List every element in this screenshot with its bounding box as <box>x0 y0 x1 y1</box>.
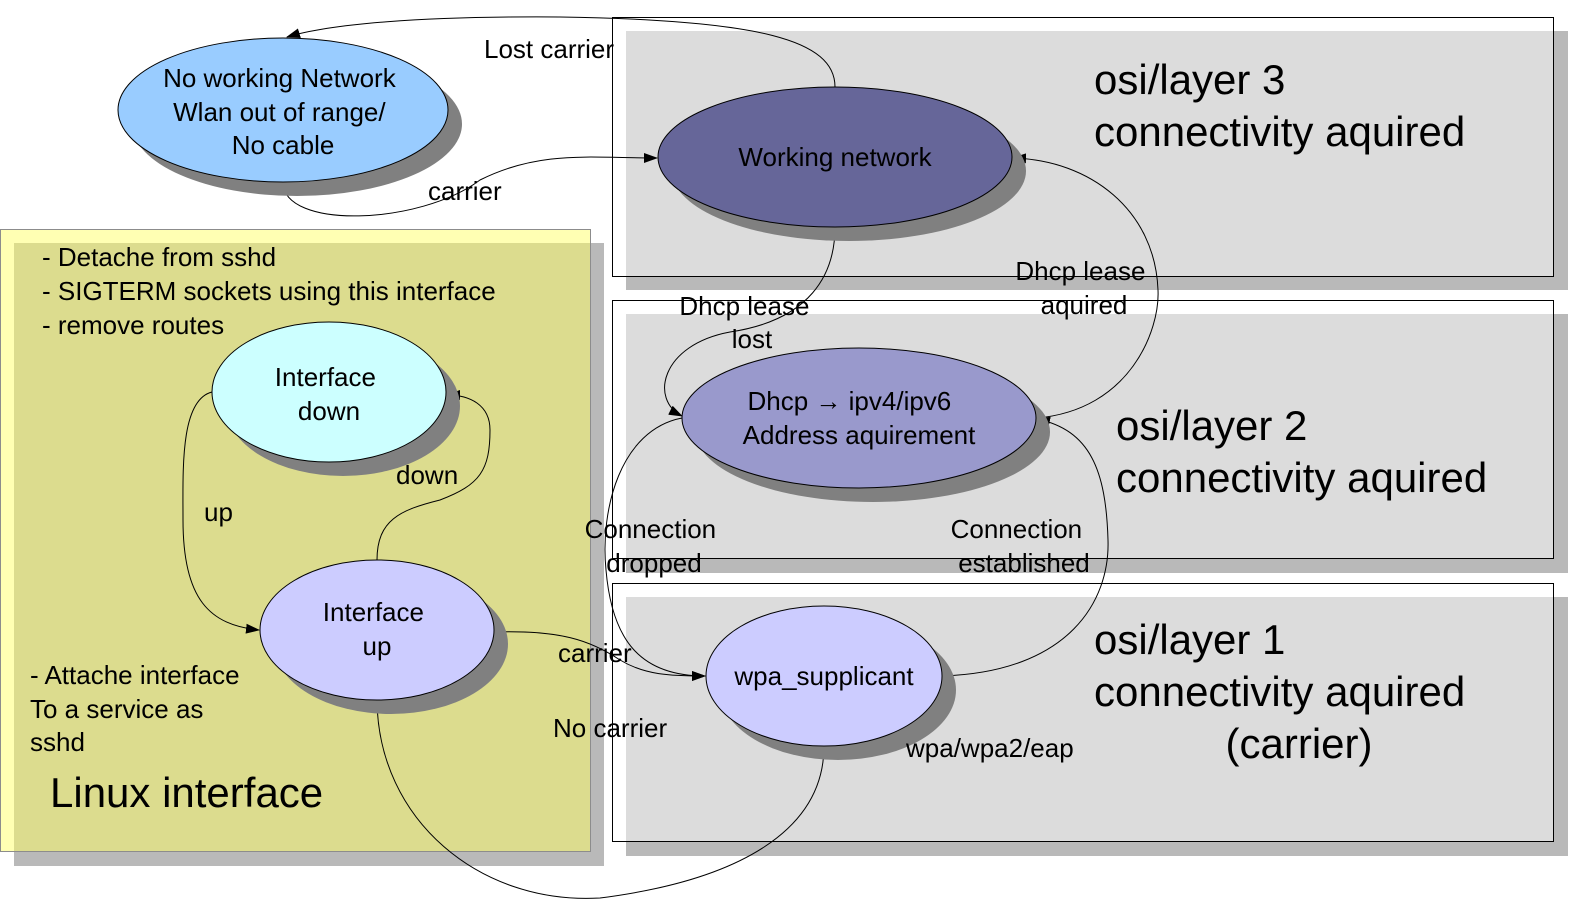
label-dhcp-lease-lost: Dhcp lease lost <box>679 291 816 354</box>
node-working-network[interactable]: Working network <box>657 86 1026 241</box>
svg-text:Working network: Working network <box>738 142 932 172</box>
interface-up-actions: - Attache interface To a service as sshd <box>30 660 247 757</box>
edge-carrier-top <box>282 152 658 217</box>
node-dhcp[interactable]: Dhcp → ipv4/ipv6 Address aquirement <box>681 347 1050 502</box>
svg-text:Interface down: Interface down <box>275 362 383 426</box>
layer-3-box <box>612 17 1568 290</box>
node-interface-down[interactable]: Interface down <box>211 321 460 476</box>
node-ellipse <box>681 347 1037 489</box>
label-dhcp-lease-aquired: Dhcp lease aquired <box>1015 256 1152 320</box>
node-no-working-network[interactable]: No working Network Wlan out of range/ No… <box>117 37 462 196</box>
node-interface-up[interactable]: Interface up <box>259 559 508 714</box>
node-ellipse <box>117 37 449 183</box>
edge-carrier-bottom <box>493 631 706 681</box>
edge-down <box>376 390 491 561</box>
label-connection-established: Connection established <box>951 514 1090 578</box>
linux-panel-title: Linux interface <box>50 769 323 816</box>
layer-1-box-outline <box>612 583 1554 842</box>
node-wpa-supplicant[interactable]: wpa_supplicant <box>705 605 956 760</box>
node-ellipse <box>259 559 495 701</box>
edge-dhcp-lease-aquired <box>1012 153 1159 419</box>
layer-1-title: osi/layer 1 connectivity aquired (carrie… <box>1094 616 1477 767</box>
svg-text:Interface up: Interface up <box>323 597 431 661</box>
label-no-carrier: No carrier <box>553 713 667 743</box>
svg-text:No working Network Wlan: No working Network Wlan out of range/ No… <box>163 63 403 160</box>
layer-2-title: osi/layer 2 connectivity aquired <box>1116 402 1487 501</box>
layer-3-box-outline <box>612 17 1554 277</box>
svg-text:wpa_supplicant: wpa_supplicant <box>733 661 914 691</box>
edge-lost-carrier <box>286 16 836 88</box>
label-down: down <box>396 460 458 490</box>
label-carrier-top: carrier <box>428 176 502 206</box>
svg-text:Dhcp → ipv4/ipv6 Address: Dhcp → ipv4/ipv6 Address aquirement <box>743 386 976 450</box>
edge-up <box>182 391 260 634</box>
layer-3-title: osi/layer 3 connectivity aquired <box>1094 56 1465 155</box>
layer-1-box <box>612 583 1568 856</box>
edge-dhcp-lease-lost <box>664 226 836 417</box>
label-carrier-bottom: carrier <box>558 638 632 668</box>
node-ellipse <box>657 86 1013 228</box>
edge-connection-dropped <box>604 417 706 681</box>
label-wpa-auth: wpa/wpa2/eap <box>905 733 1074 763</box>
label-up: up <box>204 497 233 527</box>
layer-2-box-outline <box>612 300 1554 559</box>
interface-down-actions: - Detache from sshd - SIGTERM sockets us… <box>42 242 503 340</box>
node-ellipse <box>705 605 943 747</box>
node-ellipse <box>211 321 447 463</box>
edge-no-carrier <box>372 699 825 899</box>
label-lost-carrier: Lost carrier <box>484 34 614 64</box>
label-connection-dropped: Connection dropped <box>585 514 724 578</box>
edge-connection-established <box>941 416 1109 677</box>
